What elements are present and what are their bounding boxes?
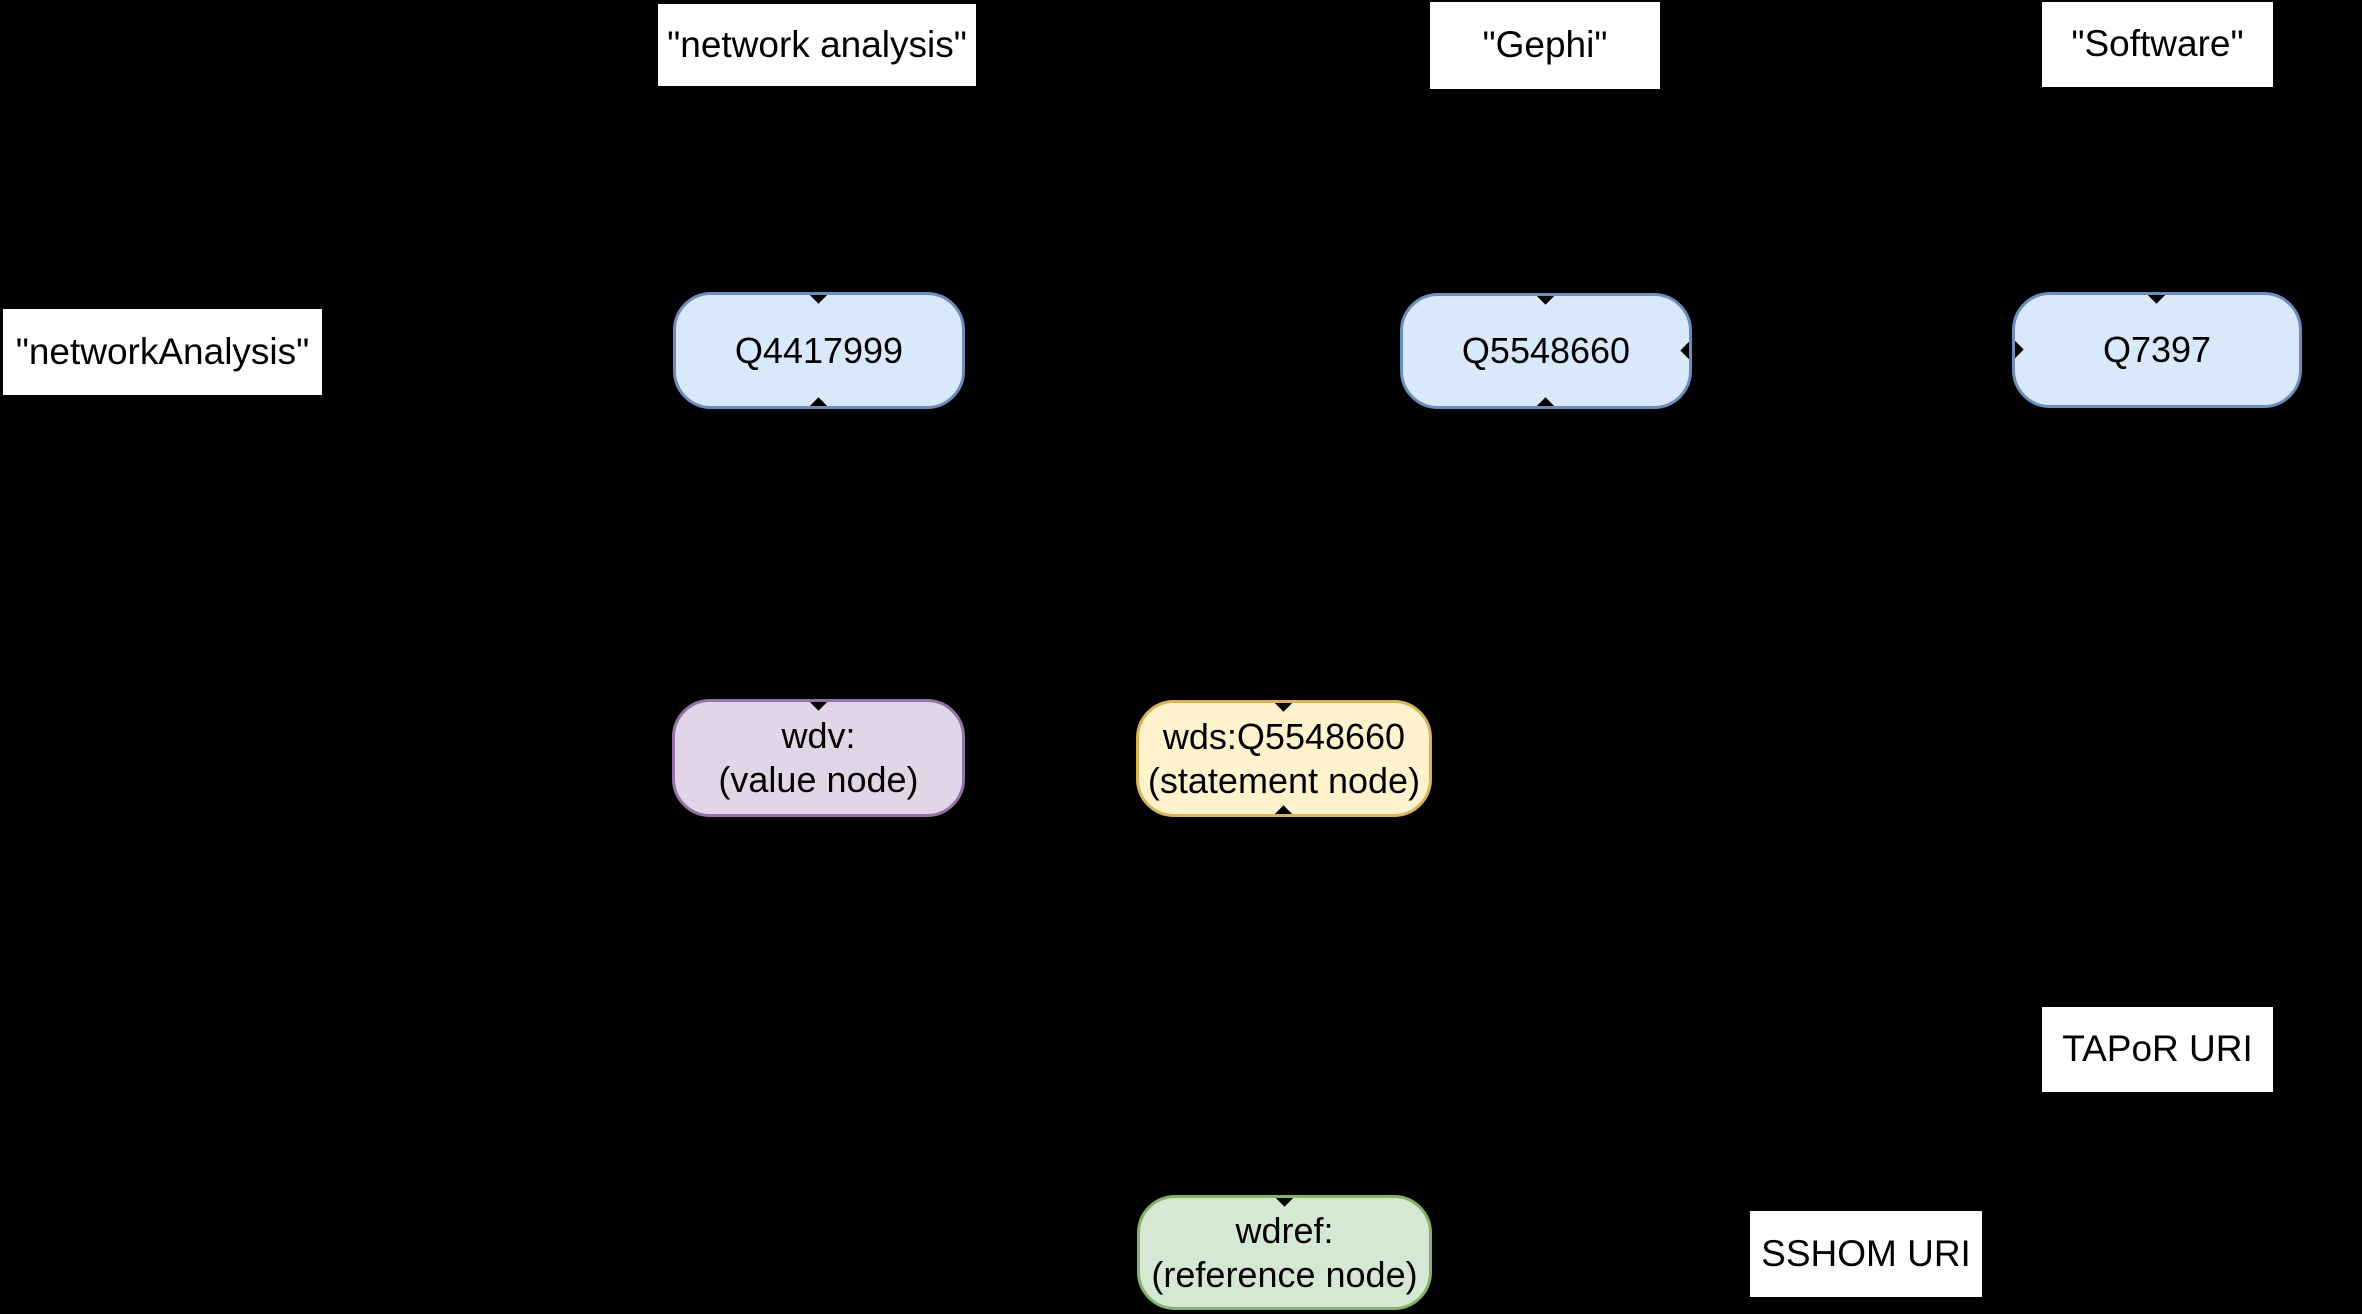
literal-text: "networkAnalysis"	[15, 330, 310, 372]
edge-arrowhead-notch	[1536, 397, 1555, 406]
edge-arrowhead-notch	[1536, 296, 1555, 305]
edge-arrowhead-notch	[1274, 703, 1293, 712]
edge-arrowhead-notch	[1680, 341, 1689, 360]
literal-label-software: "Software"	[2042, 2, 2273, 87]
literal-label-gephi: "Gephi"	[1430, 2, 1660, 89]
edge-arrowhead-notch	[2015, 340, 2024, 359]
edge-arrowhead-notch	[809, 295, 828, 304]
node-label-line1: wdref:	[1235, 1209, 1334, 1251]
item-node-q4417999: Q4417999	[673, 292, 965, 409]
literal-text: "network analysis"	[667, 23, 967, 65]
edge-arrowhead-notch	[1274, 1198, 1294, 1207]
node-label-line2: (statement node)	[1147, 759, 1421, 801]
node-label-line2: (value node)	[718, 759, 919, 800]
literal-text: SSHOM URI	[1761, 1232, 1971, 1274]
value-node-wdv: wdv: (value node)	[672, 699, 965, 817]
literal-text: TAPoR URI	[2062, 1028, 2253, 1070]
literal-text: "Software"	[2071, 23, 2244, 65]
edge-arrowhead-notch	[1274, 805, 1293, 814]
literal-text: "Gephi"	[1482, 24, 1608, 66]
node-label-line1: wds:Q5548660	[1162, 715, 1406, 757]
item-node-q7397: Q7397	[2012, 292, 2302, 408]
statement-node-wds: wds:Q5548660 (statement node)	[1136, 700, 1432, 817]
literal-label-tapor-uri: TAPoR URI	[2042, 1007, 2273, 1092]
edge-arrowhead-notch	[808, 702, 828, 711]
literal-label-networkanalysis: "networkAnalysis"	[3, 309, 322, 395]
node-label-line2: (reference node)	[1151, 1253, 1418, 1295]
literal-label-network-analysis: "network analysis"	[658, 4, 976, 86]
node-label: Q4417999	[734, 329, 904, 371]
node-label: Q7397	[2102, 329, 2212, 370]
node-label: Q5548660	[1461, 330, 1631, 371]
reference-node-wdref: wdref: (reference node)	[1137, 1195, 1432, 1310]
edge-arrowhead-notch	[2147, 295, 2166, 304]
node-label-line1: wdv:	[781, 715, 856, 756]
item-node-q5548660: Q5548660	[1400, 293, 1692, 409]
edge-arrowhead-notch	[809, 397, 828, 406]
literal-label-sshom-uri: SSHOM URI	[1750, 1211, 1982, 1297]
